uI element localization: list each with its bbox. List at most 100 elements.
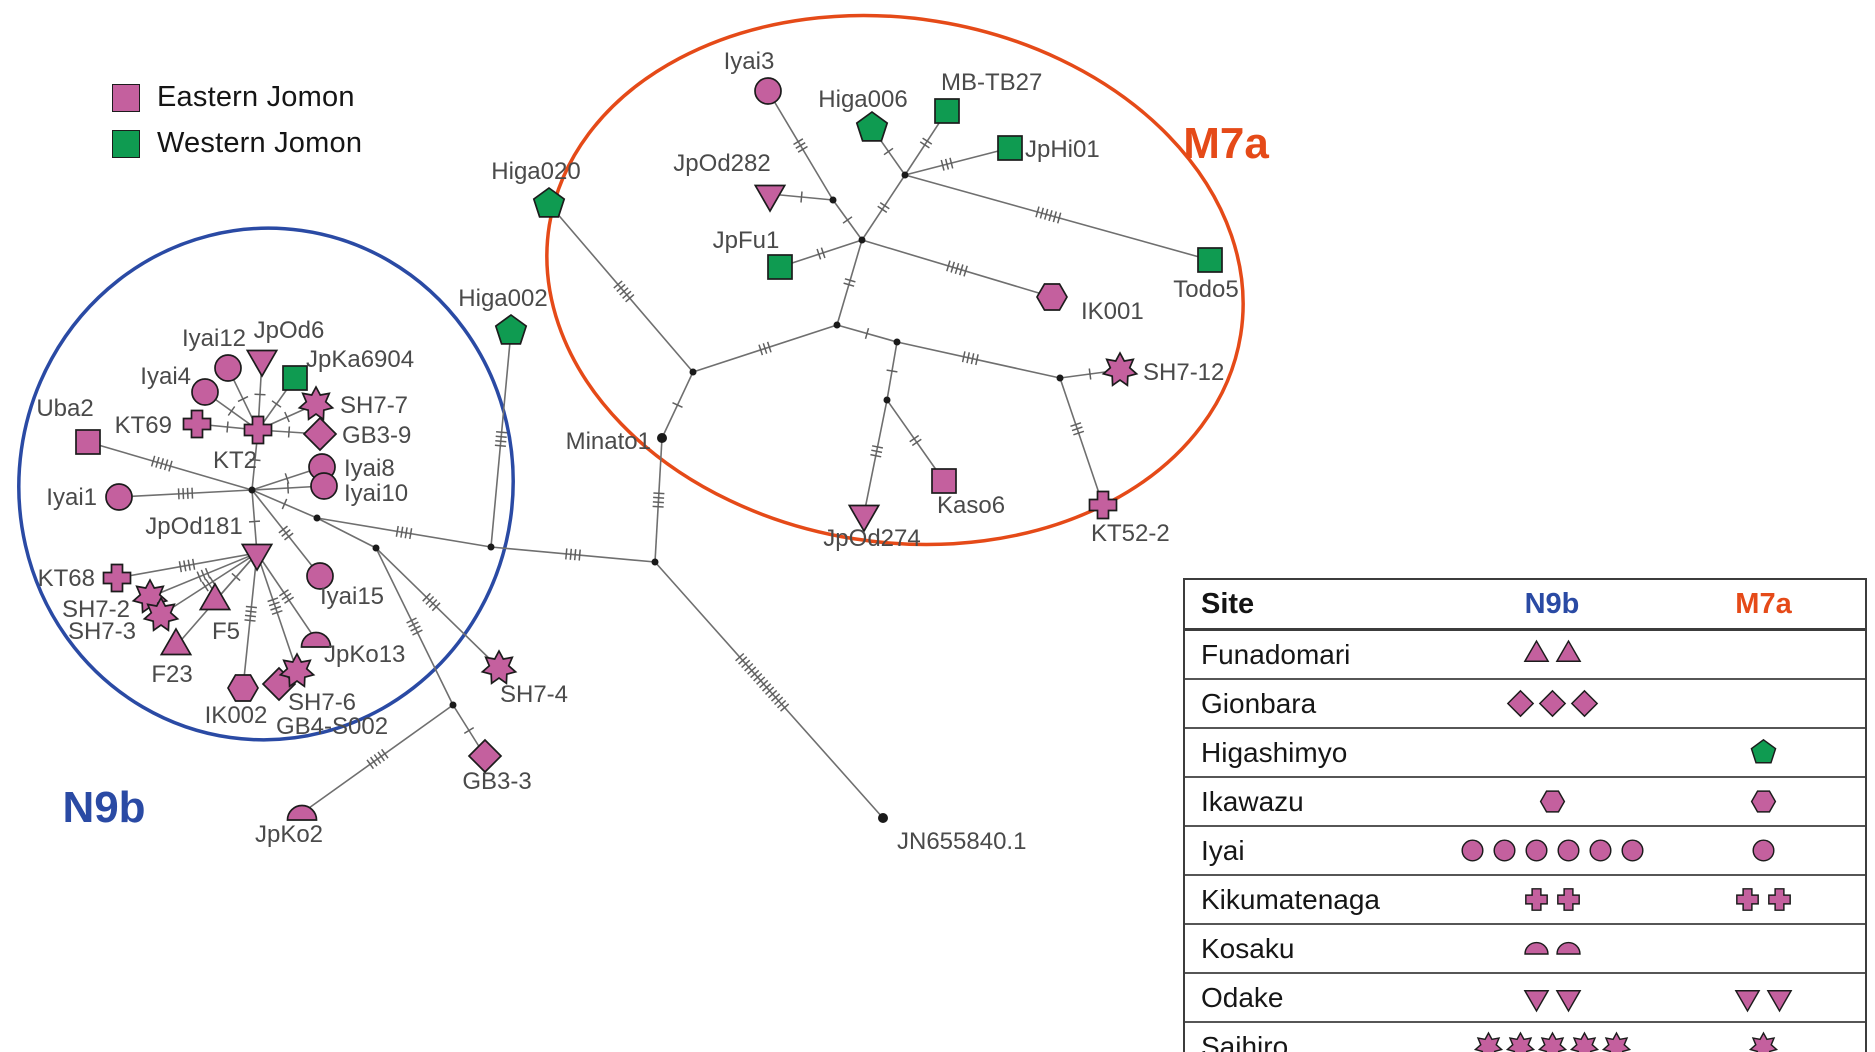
site-name: Kikumatenaga: [1201, 883, 1381, 915]
mutation-ticks-n282-jpod282: [800, 191, 803, 203]
shape-cell: [1440, 884, 1664, 915]
tick-mark: [1071, 426, 1083, 432]
mutation-ticks-j3-sh7_4: [422, 592, 441, 612]
shape-cell: [1664, 884, 1863, 915]
tick-mark: [380, 748, 389, 759]
tick-mark: [284, 596, 295, 604]
mutation-ticks-j2-center: [565, 548, 581, 561]
node-kt52_2-cross: [1088, 490, 1118, 520]
tick-mark: [463, 726, 475, 735]
tick-mark: [268, 601, 280, 607]
tick-mark: [226, 421, 229, 433]
junction-d1: [883, 396, 891, 404]
tick-mark: [613, 280, 623, 289]
circle-icon: [1588, 839, 1612, 862]
tick-mark: [187, 559, 191, 571]
tick-mark: [278, 525, 288, 534]
diamond-glyph: [1538, 689, 1566, 718]
tick-mark: [820, 247, 826, 259]
star-icon: [1601, 1031, 1631, 1052]
node-kt69-cross: [182, 409, 212, 439]
edge-j1-j2: [316, 517, 492, 548]
mutation-ticks-kt2-iyai4: [227, 406, 236, 416]
tick-mark: [249, 458, 261, 462]
shape-cell: [1664, 835, 1863, 866]
shape-cell: [1440, 786, 1664, 817]
tick-mark: [168, 460, 173, 472]
junction-lhub: [858, 236, 866, 244]
cluster-label-n9b: N9b: [62, 783, 145, 832]
node-ik002-hexagon: [227, 674, 259, 702]
tick-mark: [750, 669, 760, 679]
node-jpko13-semicircle: [300, 631, 332, 648]
node-label-sh7_12: SH7-12: [1143, 359, 1224, 386]
mutation-ticks-lhub-jpfu1: [816, 247, 826, 260]
node-sh7_3-star: [142, 596, 180, 632]
node-higa006-pentagon: [855, 110, 889, 142]
tick-mark: [747, 666, 757, 675]
mutation-ticks-kt2-jpka6904: [271, 400, 282, 408]
node-mb_tb27-square: [934, 98, 960, 124]
tick-mark: [412, 629, 423, 636]
node-label-jphi01: JpHi01: [1025, 136, 1100, 163]
star-icon: [1748, 1031, 1779, 1052]
tick-mark: [495, 435, 507, 439]
site-name: Iyai: [1201, 834, 1245, 866]
shape-cell: [1664, 737, 1863, 768]
node-jpka6904-square: [282, 365, 308, 391]
tick-mark: [204, 567, 211, 579]
node-label-sh7_7: SH7-7: [340, 392, 408, 419]
tick-mark: [762, 343, 768, 354]
node-jpfu1-square: [767, 254, 793, 280]
tick-mark: [842, 216, 853, 224]
tick-mark: [958, 264, 964, 276]
node-label-gb3_9: GB3-9: [342, 422, 411, 449]
node-label-jpod282: JpOd282: [673, 150, 770, 177]
tick-mark: [877, 205, 888, 214]
node-iyai12-circle: [214, 354, 242, 382]
tick-mark: [227, 406, 236, 416]
tick-mark: [616, 283, 626, 293]
node-sh7_4-star: [480, 649, 518, 685]
tick-mark: [1088, 368, 1092, 380]
tick-mark: [244, 614, 256, 618]
tick-mark: [404, 527, 408, 539]
semicircle-icon: [1555, 941, 1581, 955]
tick-mark: [768, 689, 778, 699]
tick-mark: [155, 456, 160, 468]
mutation-ticks-uhub-jphi01: [940, 157, 954, 171]
star-glyph: [1569, 1031, 1599, 1052]
node-iyai1-circle: [105, 483, 133, 511]
site-name: Odake: [1201, 981, 1284, 1013]
node-label-iyai10: Iyai10: [344, 480, 408, 507]
tick-mark: [944, 158, 950, 170]
triangle-up-glyph: [1555, 639, 1581, 662]
tick-mark: [237, 395, 249, 403]
tick-mark: [949, 157, 954, 169]
shape-cell: [1440, 982, 1664, 1013]
tick-mark: [879, 201, 890, 210]
node-label-sh7_6: SH7-6: [288, 689, 356, 716]
node-jpod6-triangle_down: [245, 349, 279, 378]
junction-j3: [372, 544, 380, 552]
star-icon: [1505, 1031, 1535, 1052]
tick-mark: [244, 619, 256, 622]
tick-mark: [961, 351, 966, 363]
triangle-down-icon: [1523, 990, 1549, 1013]
mutation-ticks-kt2-iyai12: [237, 395, 249, 403]
node-kaso6-square: [931, 468, 957, 494]
cross-glyph: [1524, 888, 1548, 911]
node-gb4_s002-star: [278, 652, 316, 688]
node-label-kt52_2: KT52-2: [1091, 520, 1170, 547]
tick-mark: [400, 526, 404, 538]
mutation-ticks-kt2-gb3_9: [287, 426, 291, 438]
shape-cell: [1440, 639, 1664, 670]
star-glyph: [1748, 1031, 1779, 1052]
tick-mark: [777, 699, 787, 709]
mutation-ticks-n9b_hub-j1: [281, 498, 288, 510]
table-row: Kosaku: [1185, 925, 1865, 974]
tick-mark: [406, 617, 417, 624]
node-kt2-cross: [243, 415, 273, 445]
star-icon: [1569, 1031, 1599, 1052]
